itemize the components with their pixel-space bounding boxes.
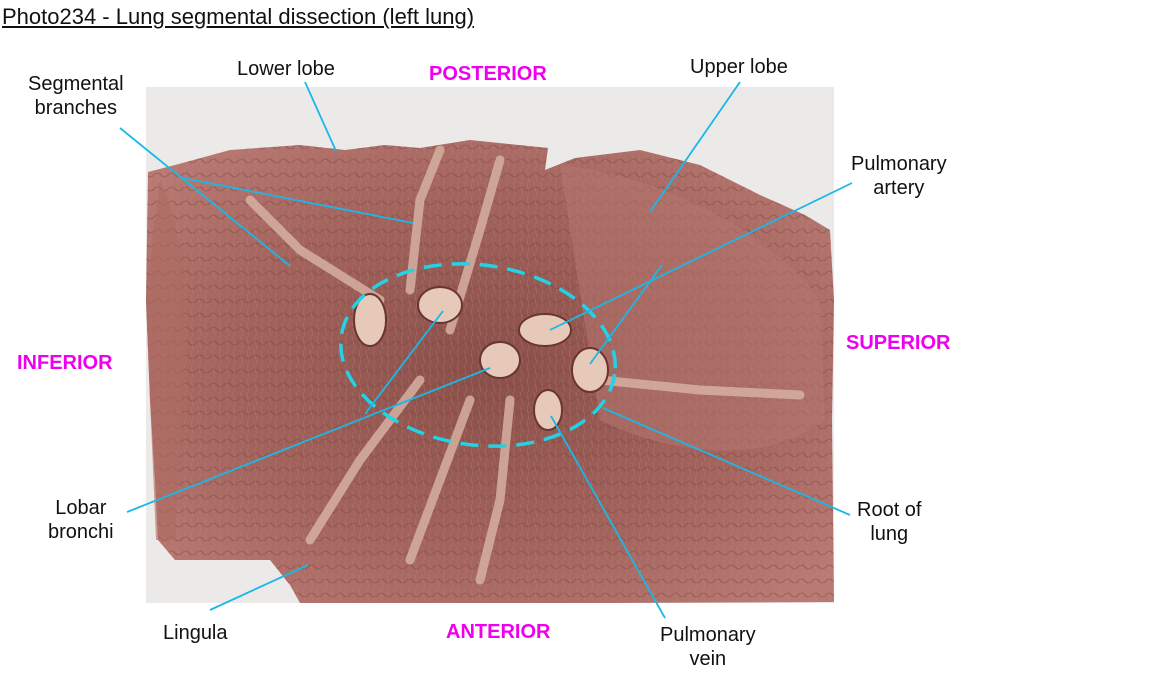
label-lobar-bronchi: Lobar bronchi [48, 497, 114, 543]
leader-pulmonary-artery-1 [549, 182, 853, 331]
leader-pulmonary-vein [550, 415, 666, 619]
root-of-lung-outline [339, 262, 617, 448]
label-upper-lobe: Upper lobe [690, 56, 788, 78]
leader-lobar-bronchi-1 [126, 367, 491, 513]
direction-superior: SUPERIOR [846, 332, 951, 354]
page-title: Photo234 - Lung segmental dissection (le… [2, 4, 475, 29]
leader-lobar-bronchi-2 [364, 310, 444, 415]
leader-lower-lobe [304, 81, 337, 152]
label-pulmonary-vein: Pulmonary vein [660, 624, 756, 670]
label-root-of-lung: Root of lung [857, 499, 922, 545]
label-segmental-branches: Segmental branches [28, 73, 124, 119]
label-pulmonary-artery: Pulmonary artery [851, 153, 947, 199]
leader-upper-lobe [649, 81, 741, 213]
leader-pulmonary-artery-2 [589, 264, 663, 365]
leader-segmental-branches-1 [119, 127, 291, 267]
leader-lingula [209, 564, 309, 611]
label-lower-lobe: Lower lobe [237, 58, 335, 80]
specimen-photo [146, 87, 834, 603]
leader-lines [119, 81, 853, 619]
leader-segmental-branches-2 [182, 177, 414, 224]
direction-inferior: INFERIOR [17, 352, 113, 374]
direction-anterior: ANTERIOR [446, 621, 551, 643]
label-lingula: Lingula [163, 622, 228, 644]
leader-root-of-lung [602, 407, 851, 516]
direction-posterior: POSTERIOR [429, 63, 547, 85]
